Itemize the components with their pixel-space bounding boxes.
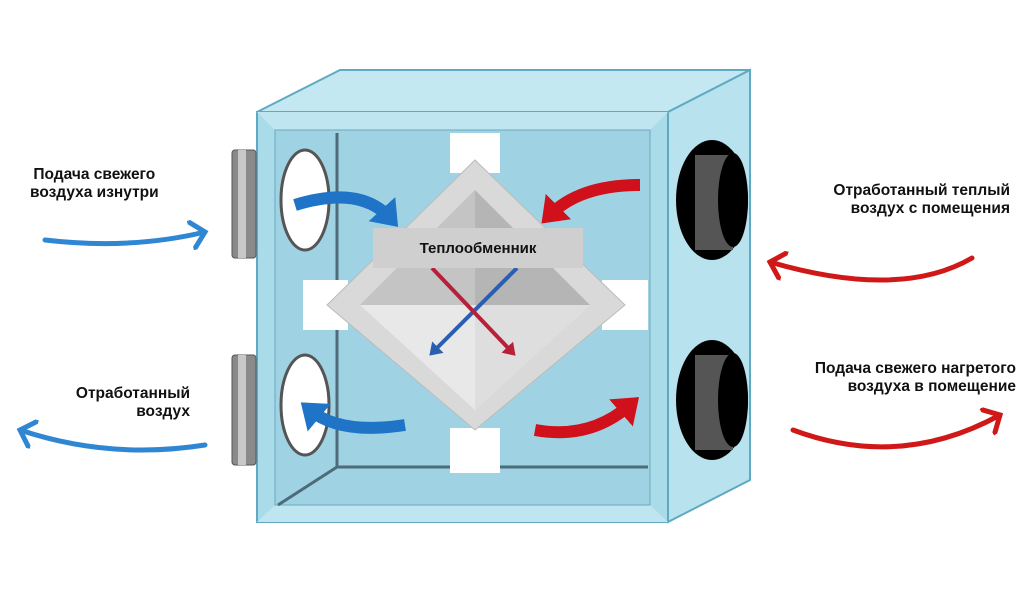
label-line: воздуха изнутри xyxy=(30,184,159,201)
heat-exchanger-label: Теплообменник xyxy=(373,228,583,268)
blue-diagonal-arrow xyxy=(429,266,519,356)
label-line: Подача свежего xyxy=(33,166,156,183)
right-port-bottom xyxy=(676,340,748,460)
label-line: Отработанный теплый xyxy=(833,182,1010,199)
red-diagonal-arrow xyxy=(430,266,516,356)
label-exhaust-out: Отработанный воздух xyxy=(76,385,190,421)
heated-supply-arrow xyxy=(790,415,1000,450)
right-port-top xyxy=(676,140,748,260)
inner-red-arrow-in xyxy=(541,179,641,224)
inner-blue-arrow-in xyxy=(293,191,399,227)
fresh-air-in-arrow xyxy=(42,232,205,244)
exchanger-supports xyxy=(303,133,648,473)
label-line: Отработанный xyxy=(75,385,190,402)
label-line: воздуха в помещение xyxy=(847,378,1016,395)
inner-red-arrow-out xyxy=(533,397,640,439)
label-warm-exhaust-in: Отработанный теплый воздух с помещения xyxy=(833,182,1010,218)
label-line: воздух с помещения xyxy=(850,200,1010,217)
warm-exhaust-in-arrow xyxy=(770,258,975,283)
label-heated-supply: Подача свежего нагретого воздуха в помещ… xyxy=(815,360,1016,396)
label-fresh-air-in: Подача свежего воздуха изнутри xyxy=(30,166,159,202)
exhaust-out-arrow xyxy=(20,430,208,453)
inner-blue-arrow-out xyxy=(300,402,406,434)
label-line: Подача свежего нагретого xyxy=(814,360,1016,377)
label-line: воздух xyxy=(136,403,190,420)
